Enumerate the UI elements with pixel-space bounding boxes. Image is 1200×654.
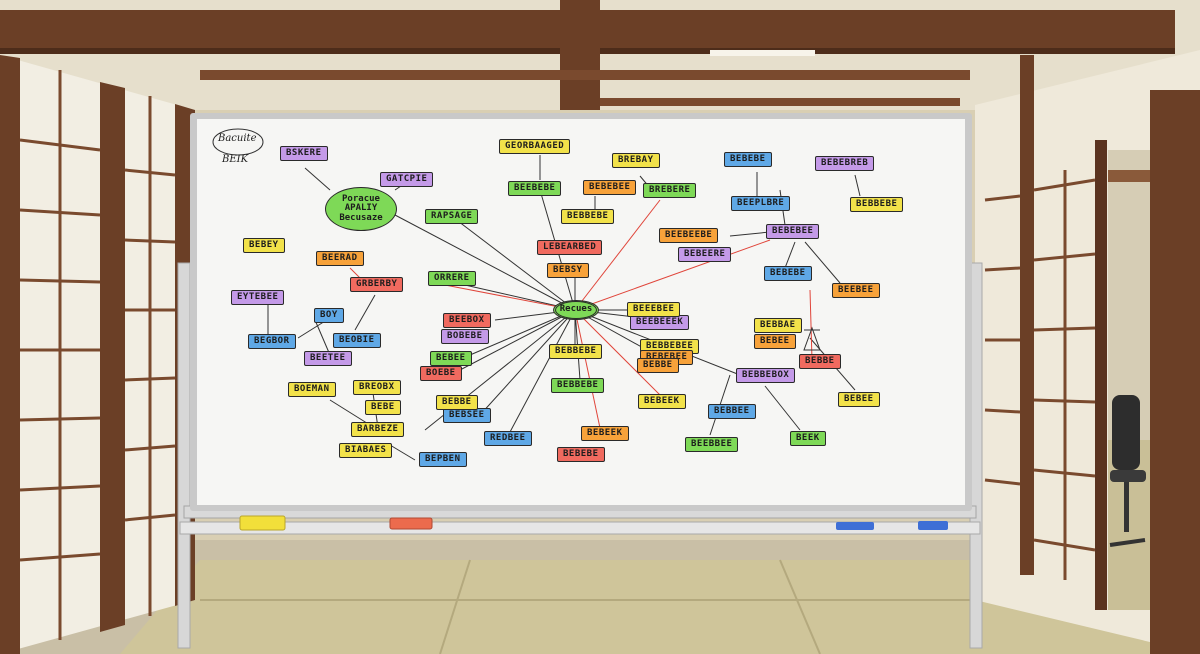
sticky-note-n29: BEBSY xyxy=(547,263,589,278)
sticky-note-n3: RAPSAGE xyxy=(425,209,479,224)
sticky-note-n35: BEBBEBE xyxy=(551,378,605,393)
center-node: Recues xyxy=(555,301,597,319)
sticky-note-n9: BOY xyxy=(314,308,344,323)
tatami-floor xyxy=(120,560,1200,654)
sticky-note-n18: BREOBX xyxy=(353,380,401,395)
sticky-note-n52: BEBBEBOX xyxy=(736,368,796,383)
sticky-note-n55: BEEK xyxy=(790,431,826,446)
bubble-node-b1: Poracue APALIY Becusaze xyxy=(325,187,397,231)
sticky-note-n46: BEEBEE xyxy=(832,283,880,298)
sticky-note-n34: BEBBEBE xyxy=(549,344,603,359)
sticky-note-n53: BEBBEE xyxy=(708,404,756,419)
sticky-note-n5: BEERAD xyxy=(316,251,364,266)
corner-ink-circle xyxy=(212,128,264,156)
sticky-note-n22: REDBEE xyxy=(484,431,532,446)
sticky-note-n2: GATCPIE xyxy=(380,172,434,187)
corner-ink-text-1: BEIK xyxy=(222,154,249,165)
sticky-note-n32: BEEBEEBE xyxy=(659,228,719,243)
sticky-note-n7: EYTEBEE xyxy=(231,290,285,305)
sticky-note-n13: BEEBOX xyxy=(443,313,491,328)
sticky-note-n16: BOEBE xyxy=(420,366,462,381)
sticky-note-n30: BREBAY xyxy=(612,153,660,168)
sticky-note-n40: BEBEBE xyxy=(724,152,772,167)
sticky-note-n51: BEBBE xyxy=(799,354,841,369)
sticky-note-n49: BEBBE xyxy=(637,358,679,373)
sticky-note-n36: BEEBEEEK xyxy=(630,315,690,330)
sticky-note-n54: BEEBBEE xyxy=(685,437,739,452)
eraser-red[interactable] xyxy=(389,517,433,530)
marker-blue-1[interactable] xyxy=(836,522,874,530)
sticky-note-n25: BEEBEBE xyxy=(508,181,562,196)
sticky-note-n57: BEBEEK xyxy=(581,426,629,441)
sticky-note-n45: BEBEBE xyxy=(764,266,812,281)
sticky-note-n15: BEBEE xyxy=(430,351,472,366)
sticky-note-n23: BEPBEN xyxy=(419,452,467,467)
sticky-note-n8: ORRERE xyxy=(428,271,476,286)
sticky-note-n20: BIABAES xyxy=(339,443,393,458)
sticky-note-n4: BEBEY xyxy=(243,238,285,253)
sticky-note-n19: BARBEZE xyxy=(351,422,405,437)
marker-blue-2[interactable] xyxy=(918,521,948,530)
tree-sketch xyxy=(803,326,821,351)
whiteboard-diagram: BSKERE GATCPIE RAPSAGE BEBEY BEERAD GRBERBY EY… xyxy=(190,113,972,511)
sticky-note-n31: BREBERE xyxy=(643,183,697,198)
sticky-note-n6: GRBERBY xyxy=(350,277,404,292)
sticky-note-n1: BSKERE xyxy=(280,146,328,161)
sticky-note-n33: BEBEERE xyxy=(678,247,732,262)
left-shoji-wall xyxy=(0,55,195,654)
sticky-note-n21: BEBSEE xyxy=(443,408,491,423)
diagram-red-connectors xyxy=(349,199,813,429)
sticky-note-n44: BEBEBEE xyxy=(766,224,820,239)
sticky-note-n10: BEGBOR xyxy=(248,334,296,349)
sticky-note-n47: BEBBAE xyxy=(754,318,802,333)
sticky-note-n43: BEBBEBE xyxy=(850,197,904,212)
sticky-note-n17: BOEMAN xyxy=(288,382,336,397)
sticky-note-n24: GEORBAAGED xyxy=(499,139,571,154)
eraser-yellow[interactable] xyxy=(239,515,286,531)
sticky-note-n50: BEBEEK xyxy=(638,394,686,409)
corner-ink-text-0: Bacuite xyxy=(218,133,257,144)
sticky-note-n12: BEETEE xyxy=(304,351,352,366)
sticky-note-n60: BEBE xyxy=(365,400,401,415)
sticky-note-n56: BEBEE xyxy=(838,392,880,407)
sticky-note-n58: BEBEBE xyxy=(557,447,605,462)
sticky-note-n48: BEBEE xyxy=(754,334,796,349)
sticky-note-n28: LEBEARBED xyxy=(537,240,603,255)
sticky-note-n27: BEBBEBE xyxy=(561,209,615,224)
sticky-note-n42: BEEPLBRE xyxy=(731,196,791,211)
sticky-note-n41: BEBEBREB xyxy=(815,156,875,171)
sticky-note-n11: BEOBIE xyxy=(333,333,381,348)
sticky-note-n14: BOBEBE xyxy=(441,329,489,344)
sticky-note-n37: BEEEBEE xyxy=(627,302,681,317)
sticky-note-n59: BEBBE xyxy=(436,395,478,410)
sticky-note-n26: BEBEBEE xyxy=(583,180,637,195)
office-chair xyxy=(1109,395,1146,547)
